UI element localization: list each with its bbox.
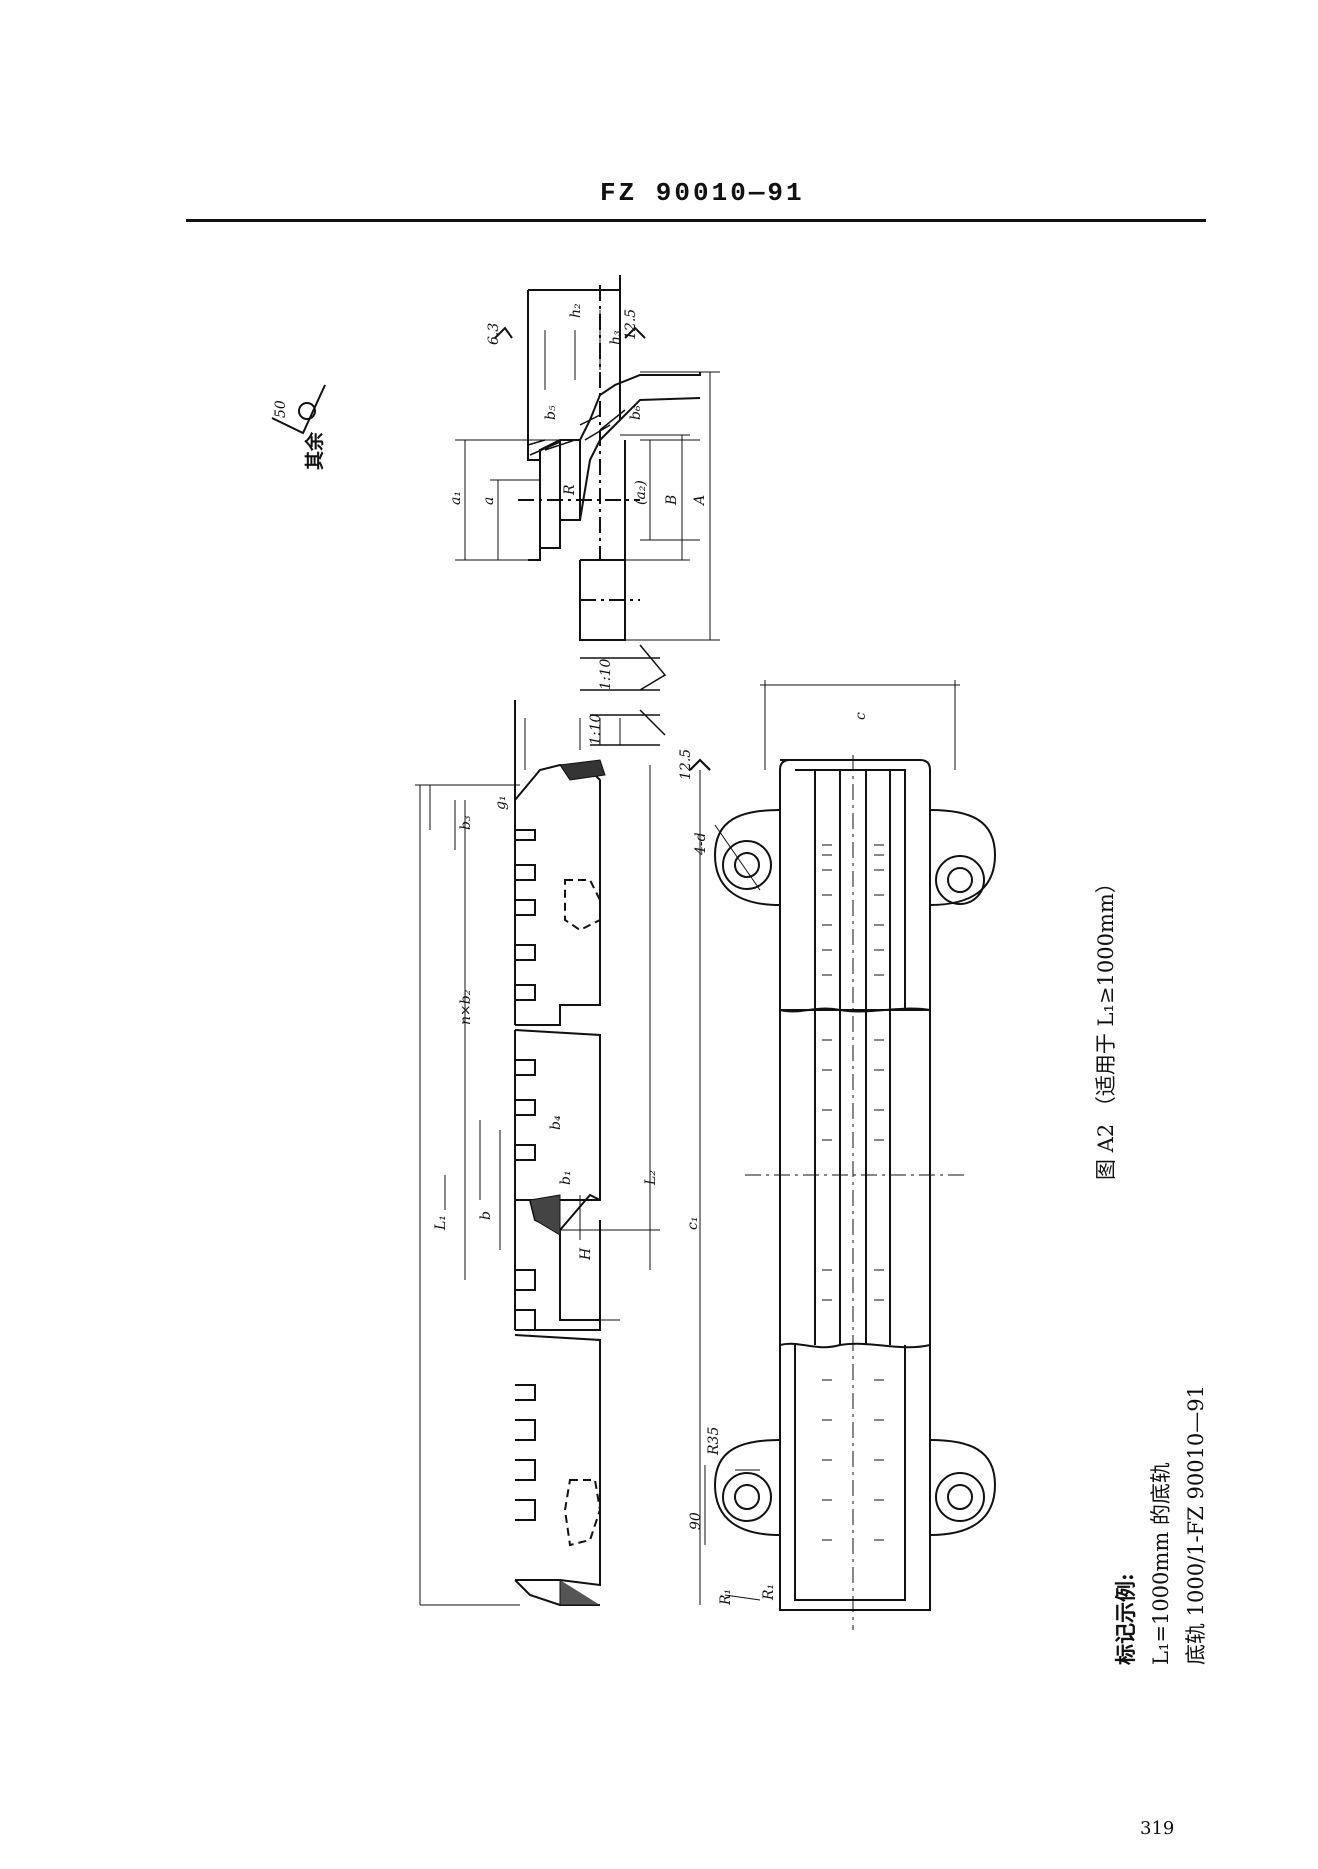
label-a1: a₁	[448, 491, 464, 505]
roughness-note: 其余	[304, 431, 326, 470]
standard-code: FZ 90010—91	[600, 178, 805, 208]
label-b1: b₁	[558, 1170, 574, 1185]
roughness-value: 50	[273, 400, 289, 418]
label-a2: (a₂)	[633, 480, 649, 505]
label-r125b: 12.5	[678, 749, 694, 780]
label-H: H	[578, 1247, 594, 1261]
label-B: B	[664, 495, 680, 506]
label-R1a: R₁	[761, 1584, 777, 1601]
label-4d: 4-d	[693, 832, 709, 856]
label-nb2: n×b₂	[458, 989, 474, 1025]
label-c1: c₁	[685, 1217, 701, 1230]
example-line-2: 底轨 1000/1-FZ 90010—91	[1184, 1384, 1208, 1665]
label-b5: b₅	[543, 405, 559, 420]
figure-caption: 图 A2 （适用于 L₁≥1000mm）	[1094, 872, 1118, 1180]
label-r125a: 12.5	[623, 309, 639, 340]
roughness-symbol	[271, 384, 326, 435]
page-number: 319	[1140, 1818, 1175, 1839]
label-b: b	[478, 1211, 494, 1220]
example-heading: 标记示例:	[1113, 1573, 1138, 1665]
label-r63: 6.3	[486, 323, 502, 345]
label-b6: b₆	[628, 405, 644, 420]
label-R35: R35	[706, 1427, 722, 1456]
label-c: c	[853, 712, 869, 720]
label-h3: h₃	[608, 330, 624, 345]
label-90: 90	[688, 1512, 704, 1530]
label-g1: g₁	[493, 795, 509, 810]
label-L2: L₂	[643, 1170, 659, 1186]
label-a: a	[481, 497, 497, 505]
label-R: R	[562, 484, 578, 496]
label-L1: L₁	[433, 1215, 449, 1231]
example-line-1: L₁=1000mm 的底轨	[1149, 1462, 1173, 1665]
label-A: A	[692, 495, 708, 507]
header-rule	[186, 219, 1206, 222]
label-R1b: R₁	[718, 1589, 734, 1606]
label-h2: h₂	[568, 303, 584, 318]
side-view	[415, 700, 711, 1606]
label-b3: b₃	[458, 815, 474, 830]
label-taper2: 1:10	[588, 713, 604, 745]
drawing-labels: 6.3 12.5 a₁ a (a₂) B A R b₅ b₆ h₂ h₃ 1:1…	[273, 303, 869, 1606]
plan-view	[689, 680, 997, 1630]
end-section-view	[455, 275, 720, 691]
label-taper1: 1:10	[598, 658, 614, 690]
label-b4: b₄	[548, 1115, 564, 1130]
